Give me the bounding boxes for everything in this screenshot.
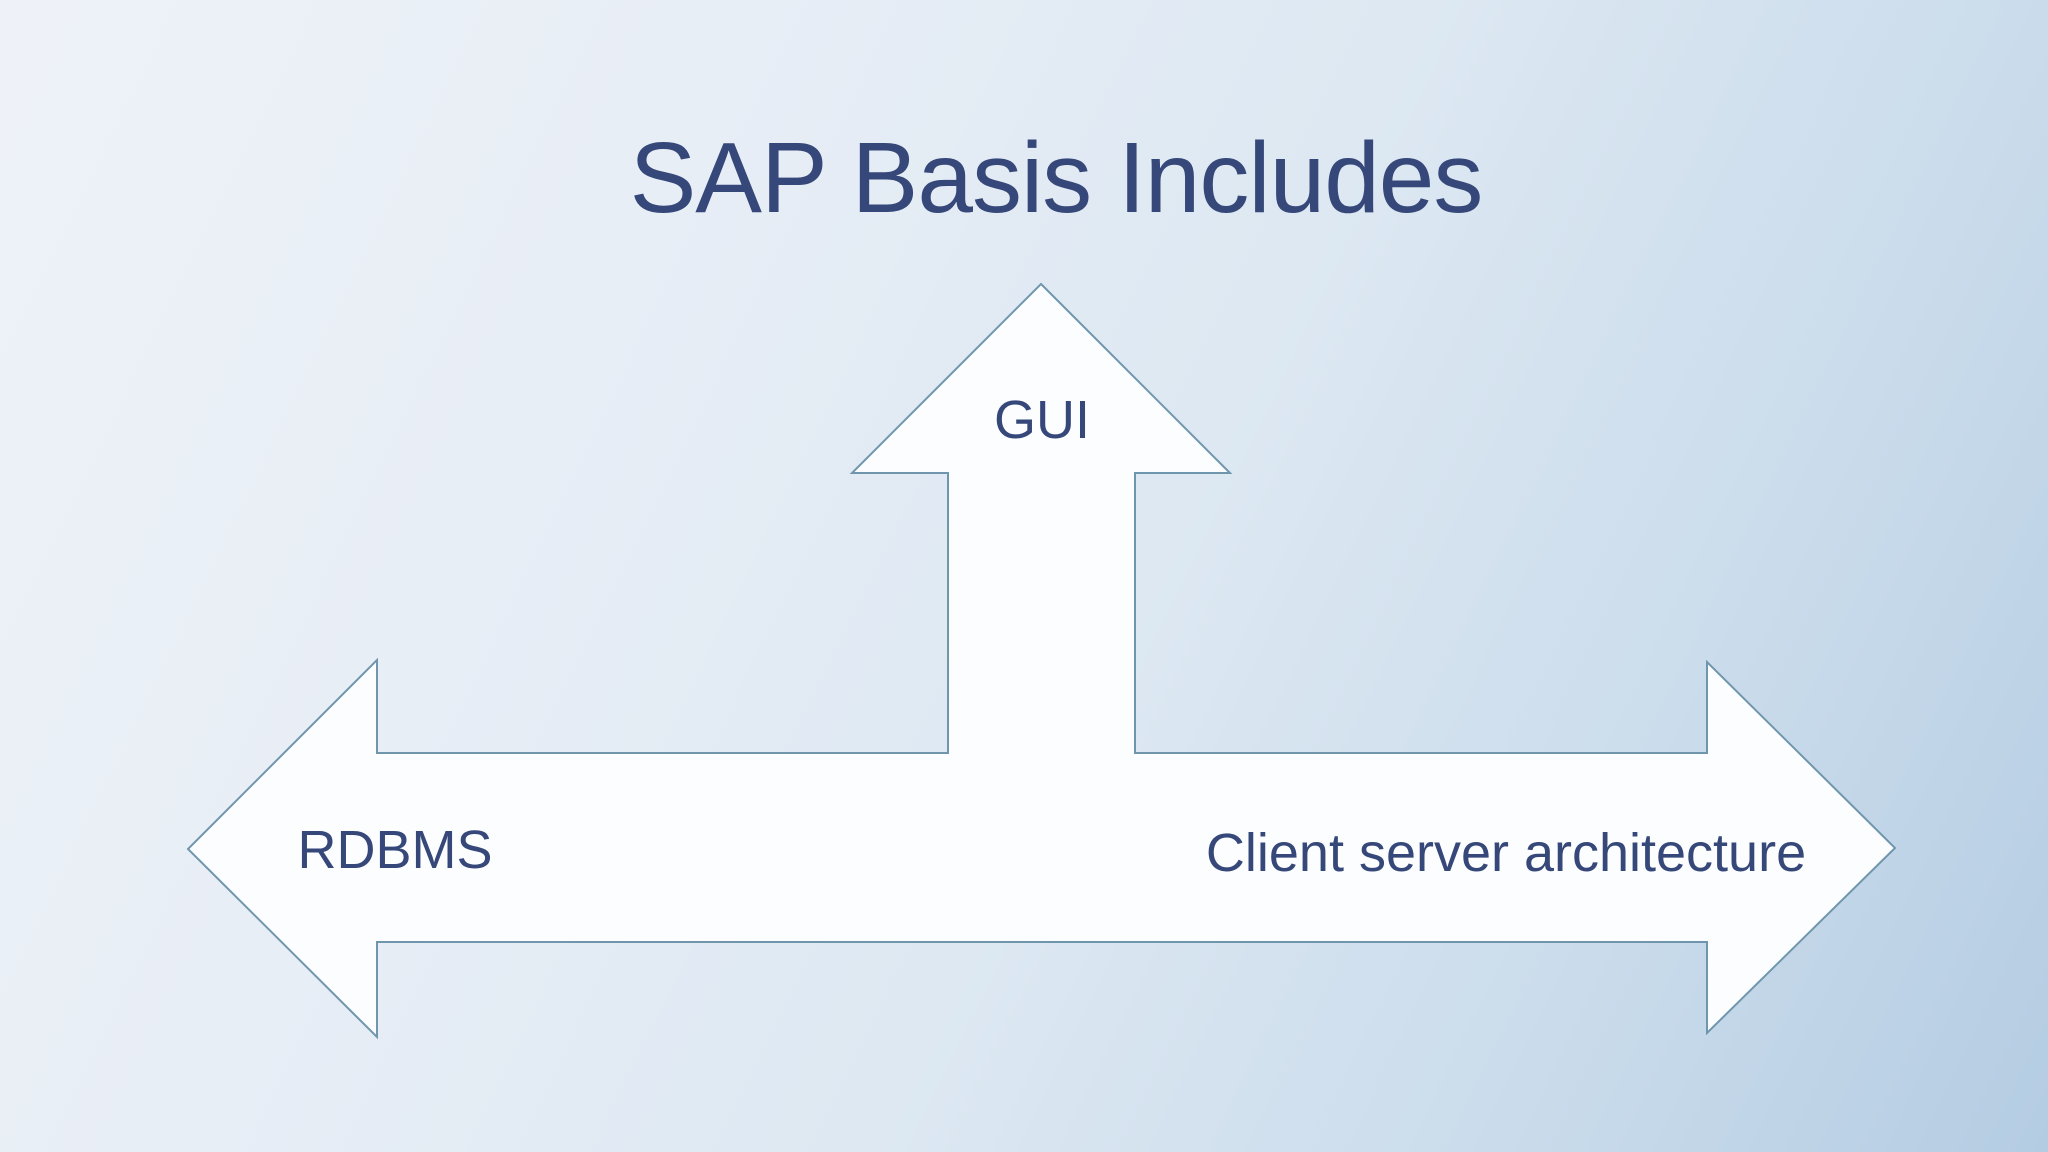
right-arrow-label: Client server architecture bbox=[1205, 823, 1807, 883]
up-arrow-label: GUI bbox=[993, 390, 1091, 450]
three-way-arrow-shape bbox=[186, 282, 1897, 1040]
left-arrow-label: RDBMS bbox=[297, 820, 493, 880]
page-title: SAP Basis Includes bbox=[629, 122, 1484, 234]
